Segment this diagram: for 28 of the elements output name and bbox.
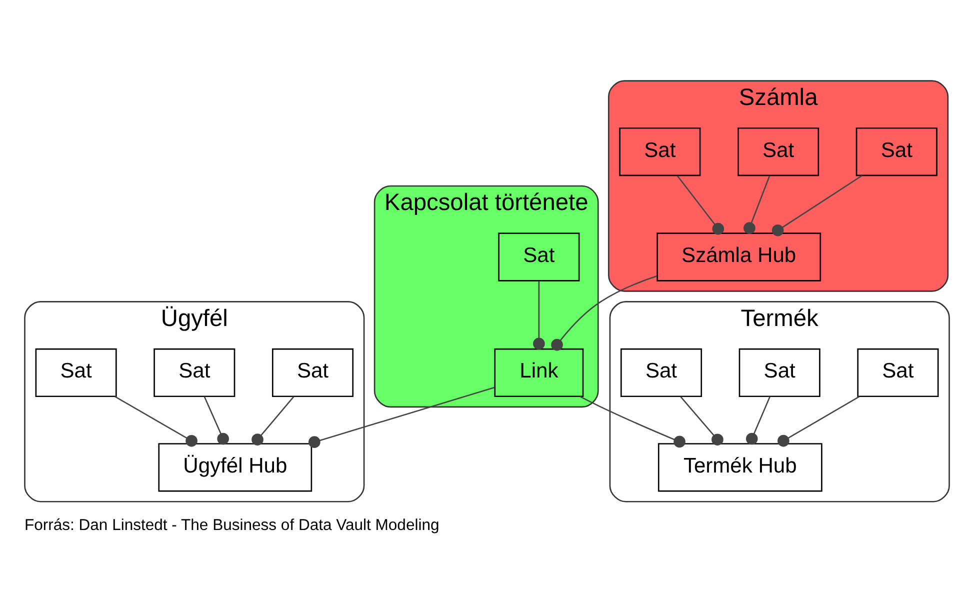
connector xyxy=(778,395,860,446)
node-box: Sat xyxy=(35,348,117,397)
node-box: Termék Hub xyxy=(658,442,822,492)
node-box: Sat xyxy=(154,348,236,397)
node-box: Link xyxy=(494,348,584,397)
connector xyxy=(676,174,724,234)
node-box: Sat xyxy=(857,348,939,397)
node-box: Sat xyxy=(619,126,701,176)
connector xyxy=(680,396,724,446)
node-box: Sat xyxy=(856,126,938,176)
connector xyxy=(746,396,770,444)
connector xyxy=(580,395,686,448)
node-box: Sat xyxy=(738,126,820,176)
connector xyxy=(744,175,770,234)
connector xyxy=(252,396,294,445)
connector xyxy=(204,396,229,444)
node-box: Sat xyxy=(498,232,580,281)
caption: Forrás: Dan Linstedt - The Business of Data Vault Modeling xyxy=(24,516,440,534)
node-box: Ügyfél Hub xyxy=(158,442,312,492)
connector xyxy=(308,386,495,448)
connector xyxy=(533,280,545,350)
connector xyxy=(551,274,658,350)
node-box: Sat xyxy=(738,348,820,397)
node-box: Sat xyxy=(620,348,702,397)
connector xyxy=(772,174,862,236)
node-box: Számla Hub xyxy=(656,232,822,281)
connector xyxy=(114,395,198,446)
node-box: Sat xyxy=(272,348,354,397)
